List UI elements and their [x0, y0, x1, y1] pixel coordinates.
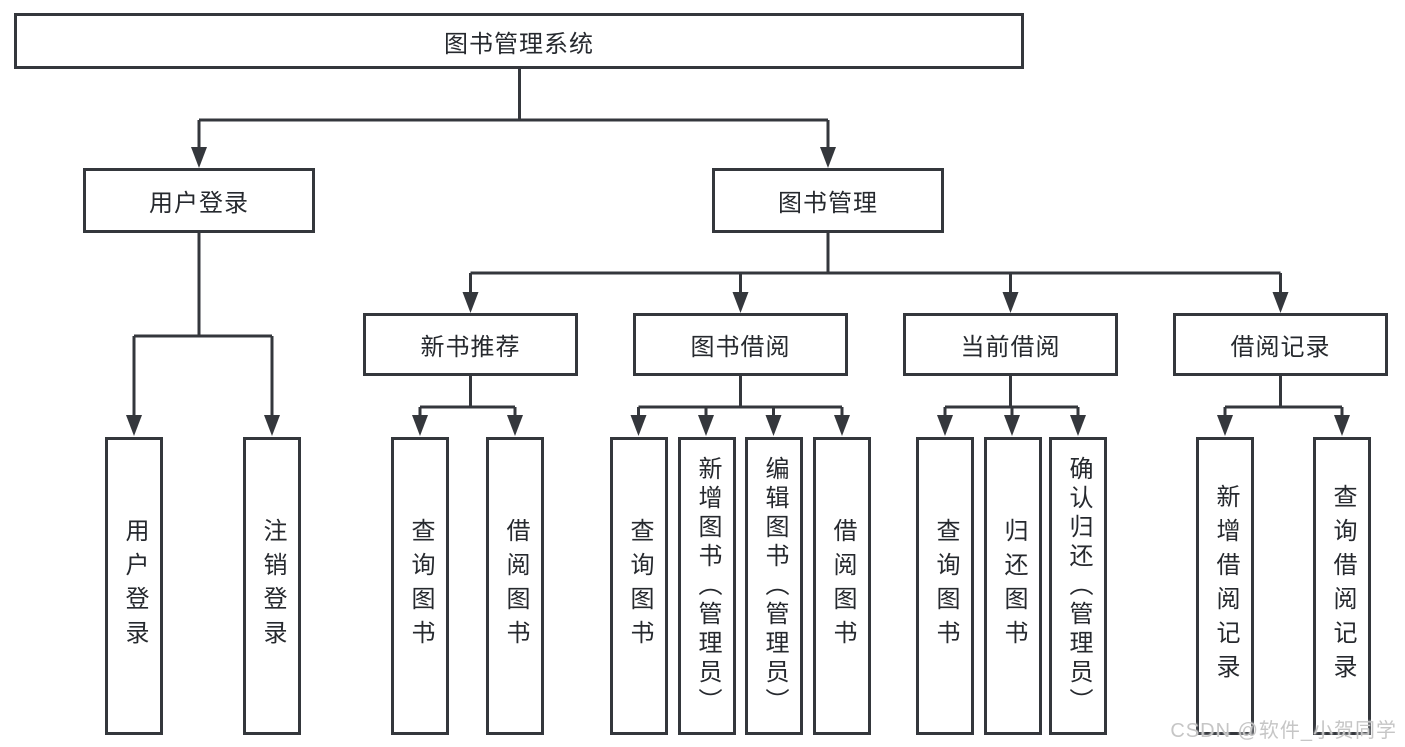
connector-book-mgmt-children [462, 233, 1289, 313]
connector-user-login-children [126, 233, 280, 436]
arrowhead [937, 415, 953, 436]
arrowhead [1004, 415, 1020, 436]
leaf-borrow-books-new-label: 借阅图书 [502, 518, 529, 654]
arrowhead [630, 415, 647, 436]
leaf-return-books-label: 归还图书 [1000, 518, 1027, 654]
arrowhead [1272, 292, 1289, 313]
node-user-login: 用户登录 [83, 168, 315, 233]
arrowhead [732, 292, 749, 313]
arrowhead [1334, 415, 1350, 436]
leaf-borrow-books-new: 借阅图书 [486, 437, 544, 735]
arrowhead [834, 415, 850, 436]
csdn-watermark: CSDN @软件_小贺同学 [1170, 720, 1397, 742]
arrowhead [412, 415, 428, 436]
node-current-borrowing-label: 当前借阅 [960, 334, 1061, 361]
node-user-login-label: 用户登录 [149, 190, 249, 217]
leaf-query-books-current: 查询图书 [916, 437, 974, 735]
connector-borrow-record-children [1217, 376, 1350, 436]
node-library-system-label: 图书管理系统 [444, 30, 594, 58]
leaf-query-books-new: 查询图书 [391, 437, 449, 735]
connector-new-book-children [412, 376, 523, 436]
leaf-edit-books-admin: 编辑图书（管理员） [745, 437, 803, 735]
leaf-query-borrow-record: 查询借阅记录 [1313, 437, 1371, 735]
node-borrow-records-label: 借阅记录 [1230, 334, 1331, 361]
arrowhead [698, 415, 714, 436]
leaf-borrow-books-label: 借阅图书 [829, 518, 856, 654]
node-new-book-recommend-label: 新书推荐 [420, 334, 521, 361]
leaf-user-login-label: 用户登录 [121, 518, 148, 654]
arrowhead [1070, 415, 1086, 436]
arrowhead [765, 415, 782, 436]
leaf-query-books-current-label: 查询图书 [932, 518, 959, 654]
leaf-add-borrow-record-label: 新增借阅记录 [1212, 484, 1239, 688]
node-library-system: 图书管理系统 [14, 13, 1024, 69]
leaf-add-books-admin: 新增图书（管理员） [678, 437, 736, 735]
leaf-confirm-return-admin-label: 确认归还（管理员） [1065, 455, 1092, 717]
leaf-confirm-return-admin: 确认归还（管理员） [1049, 437, 1107, 735]
arrowhead [126, 415, 142, 436]
leaf-edit-books-admin-label: 编辑图书（管理员） [761, 455, 788, 717]
connector-book-borrow-children [630, 376, 850, 436]
node-borrow-records: 借阅记录 [1173, 313, 1388, 376]
arrowhead [191, 147, 207, 168]
arrowhead [1217, 415, 1233, 436]
arrowhead [820, 147, 836, 168]
arrowhead [507, 415, 523, 436]
arrowhead [1002, 292, 1019, 313]
leaf-add-borrow-record: 新增借阅记录 [1196, 437, 1254, 735]
node-book-borrowing: 图书借阅 [633, 313, 848, 376]
node-book-management-label: 图书管理 [778, 190, 878, 217]
node-new-book-recommend: 新书推荐 [363, 313, 578, 376]
leaf-borrow-books: 借阅图书 [813, 437, 871, 735]
node-book-management: 图书管理 [712, 168, 944, 233]
leaf-return-books: 归还图书 [984, 437, 1042, 735]
leaf-user-login: 用户登录 [105, 437, 163, 735]
leaf-query-books-borrow: 查询图书 [610, 437, 668, 735]
connector-root-to-level2 [191, 69, 836, 168]
arrowhead [264, 415, 280, 436]
arrowhead [462, 292, 479, 313]
connector-current-borrow-children [937, 376, 1086, 436]
leaf-logout: 注销登录 [243, 437, 301, 735]
leaf-logout-label: 注销登录 [259, 518, 286, 654]
leaf-query-borrow-record-label: 查询借阅记录 [1329, 484, 1356, 688]
node-book-borrowing-label: 图书借阅 [690, 334, 791, 361]
leaf-query-books-borrow-label: 查询图书 [626, 518, 653, 654]
leaf-add-books-admin-label: 新增图书（管理员） [694, 455, 721, 717]
node-current-borrowing: 当前借阅 [903, 313, 1118, 376]
leaf-query-books-new-label: 查询图书 [407, 518, 434, 654]
